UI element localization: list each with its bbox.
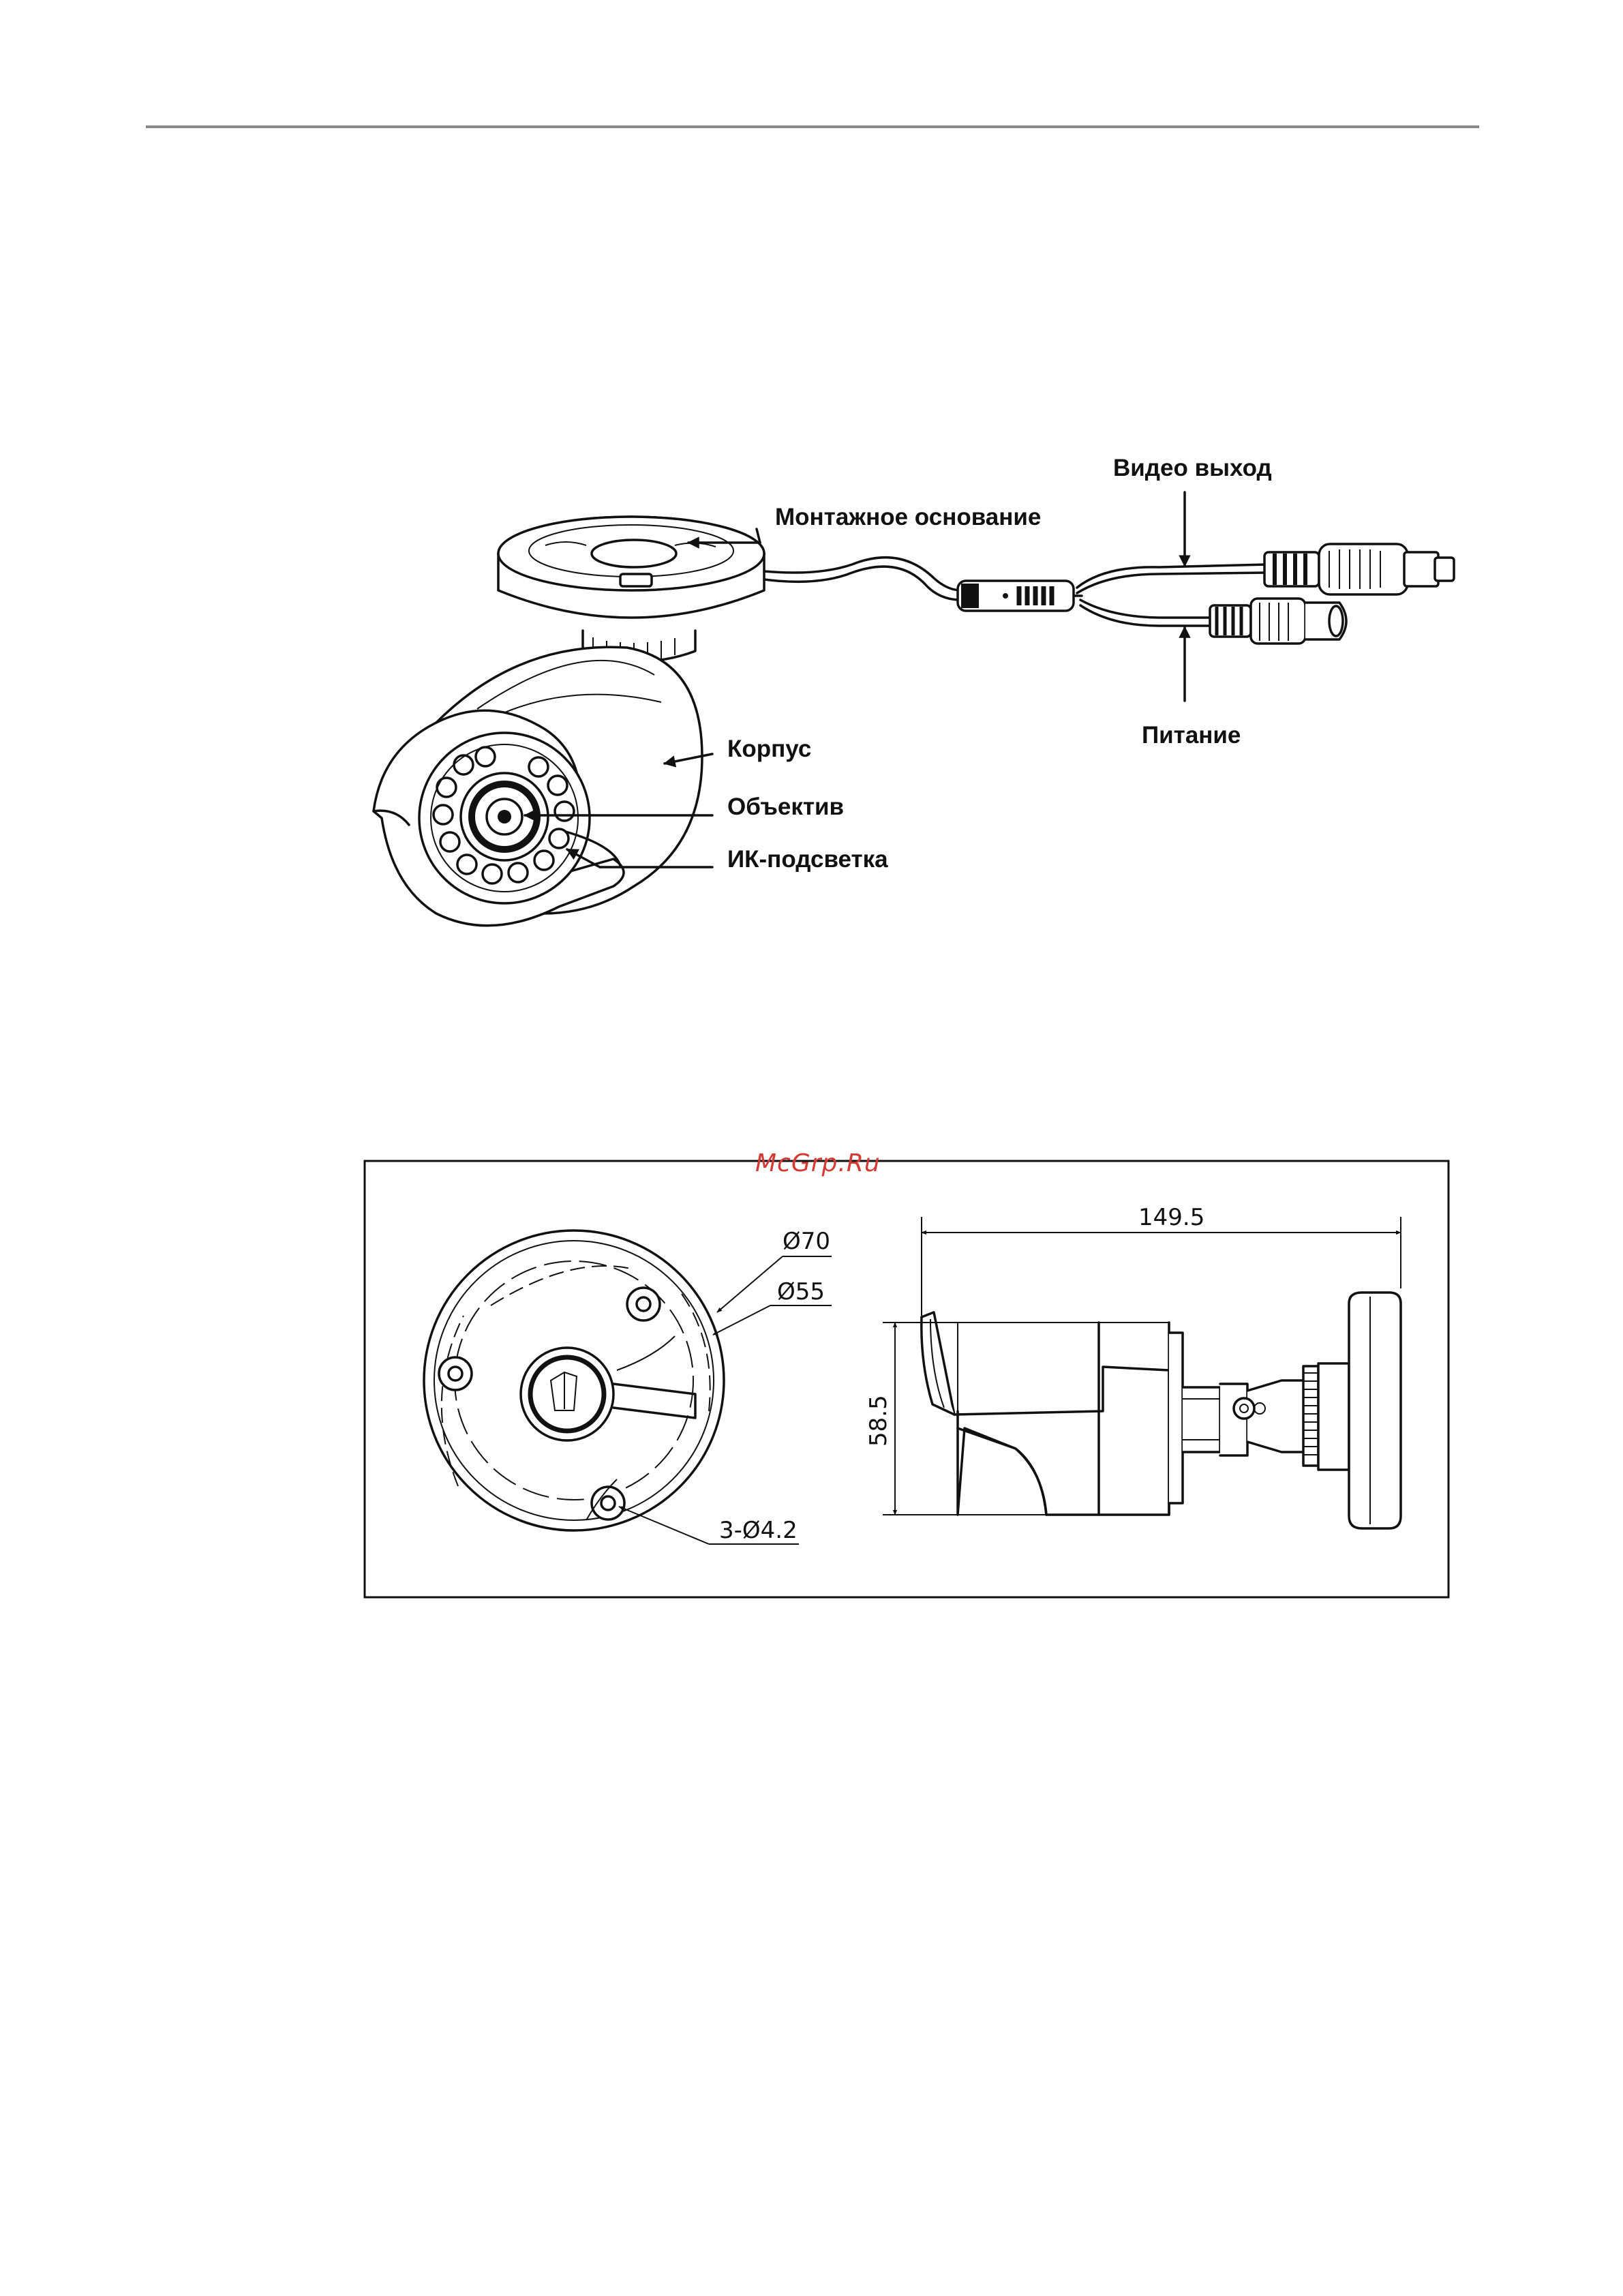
power-connector-drawing [1210,599,1346,644]
watermark: McGrp.Ru [755,1149,881,1177]
label-ir: ИК-подсветка [727,846,888,873]
camera-side-view [922,1293,1401,1528]
dim-d70: Ø70 [783,1228,830,1255]
dim-line-height [883,1323,958,1515]
label-lens: Объектив [727,794,844,820]
label-body: Корпус [727,736,811,762]
dim-holes: 3-Ø4.2 [719,1517,798,1544]
camera-body-drawing [374,647,702,926]
video-connector-drawing [1264,544,1454,594]
cable-splitter-drawing [958,581,1082,611]
label-mount-base: Монтажное основание [775,504,1041,530]
dim-height: 58.5 [865,1395,892,1447]
label-video-out: Видео выход [1113,455,1272,481]
base-front-view [424,1230,724,1530]
dim-line-length [922,1217,1401,1316]
dim-d55: Ø55 [777,1278,825,1305]
camera-illustration [374,517,1454,926]
dim-length: 149.5 [1138,1204,1204,1231]
mount-base-drawing [498,517,764,618]
label-power: Питание [1142,722,1241,749]
